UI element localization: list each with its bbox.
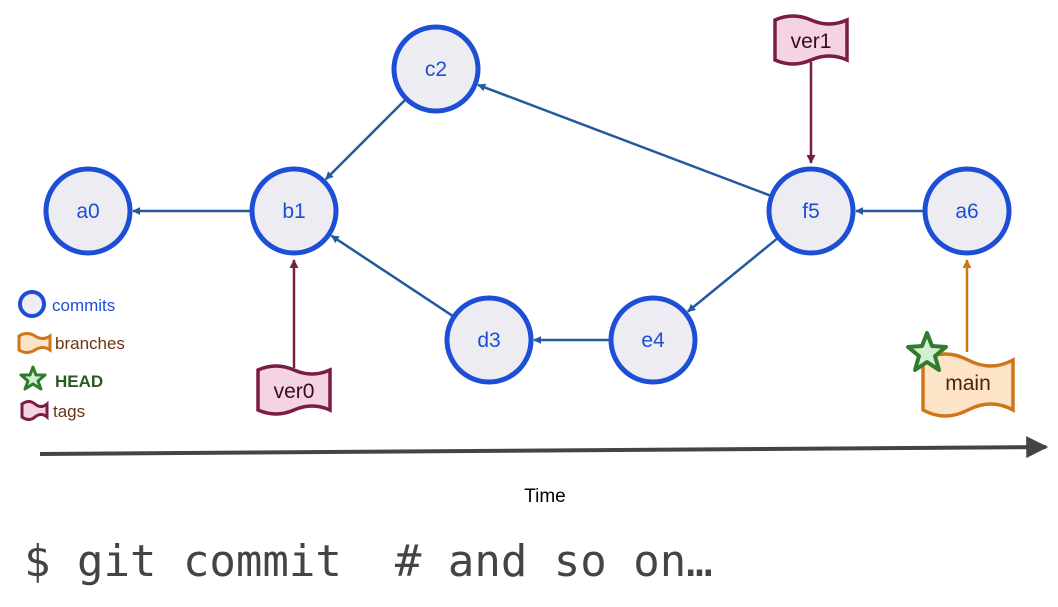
commit-circle <box>43 166 133 256</box>
edge-c2-to-b1 <box>324 99 406 181</box>
tag-label: ver0 <box>274 380 315 403</box>
commit-node-e4[interactable]: e4 <box>608 295 698 385</box>
commit-node-f5[interactable]: f5 <box>766 166 856 256</box>
commit-label: e4 <box>641 329 665 352</box>
commit-legend-icon <box>18 290 46 318</box>
commit-label: f5 <box>802 200 820 223</box>
commit-circle <box>766 166 856 256</box>
edge-d3-to-b1 <box>330 234 453 317</box>
commit-label: d3 <box>477 329 500 352</box>
tag-flag-icon <box>773 14 849 66</box>
tag-flag-icon <box>256 364 332 416</box>
commit-nodes: a0 b1 c2 d3 e4 f5 a6 <box>43 24 1012 385</box>
legend-label-branches: branches <box>55 334 125 353</box>
commit-node-a0[interactable]: a0 <box>43 166 133 256</box>
branch-flag-icon <box>921 352 1015 418</box>
head-legend-icon <box>19 365 47 391</box>
commit-circle <box>249 166 339 256</box>
legend-label-commits: commits <box>52 296 115 315</box>
tag-legend-icon <box>20 400 49 421</box>
legend-item-branches: branches <box>17 332 125 354</box>
head-star-icon <box>906 331 948 372</box>
legend-label-head: HEAD <box>55 372 103 391</box>
commit-circle <box>608 295 698 385</box>
edge-f5-to-e4 <box>687 237 778 313</box>
branch-legend-icon <box>17 332 52 354</box>
legend-item-head: HEAD <box>19 365 103 391</box>
tag-ver0[interactable]: ver0 <box>256 364 332 416</box>
tag-ver1[interactable]: ver1 <box>773 14 849 66</box>
time-axis-label: Time <box>524 486 566 507</box>
command-line: $ git commit # and so on… <box>24 536 713 587</box>
commit-node-c2[interactable]: c2 <box>391 24 481 114</box>
commit-label: b1 <box>282 200 305 223</box>
commit-circle <box>391 24 481 114</box>
legend: commits branches HEAD tags <box>17 290 125 421</box>
time-axis: Time <box>39 436 1049 507</box>
commit-label: a0 <box>76 200 99 223</box>
tag-label: ver1 <box>791 30 832 53</box>
parent-edges <box>132 83 923 344</box>
commit-node-b1[interactable]: b1 <box>249 166 339 256</box>
ref-pointers <box>289 62 972 368</box>
branch-main[interactable]: main <box>906 331 1015 418</box>
commit-circle <box>444 295 534 385</box>
legend-label-tags: tags <box>53 402 85 421</box>
commit-circle <box>922 166 1012 256</box>
edge-f5-to-c2 <box>477 83 771 197</box>
branch-label: main <box>945 372 991 395</box>
commit-node-d3[interactable]: d3 <box>444 295 534 385</box>
commit-label: c2 <box>425 58 447 81</box>
commit-node-a6[interactable]: a6 <box>922 166 1012 256</box>
legend-item-tags: tags <box>20 400 85 421</box>
commit-label: a6 <box>955 200 978 223</box>
time-arrow <box>39 436 1049 459</box>
legend-item-commits: commits <box>18 290 115 318</box>
